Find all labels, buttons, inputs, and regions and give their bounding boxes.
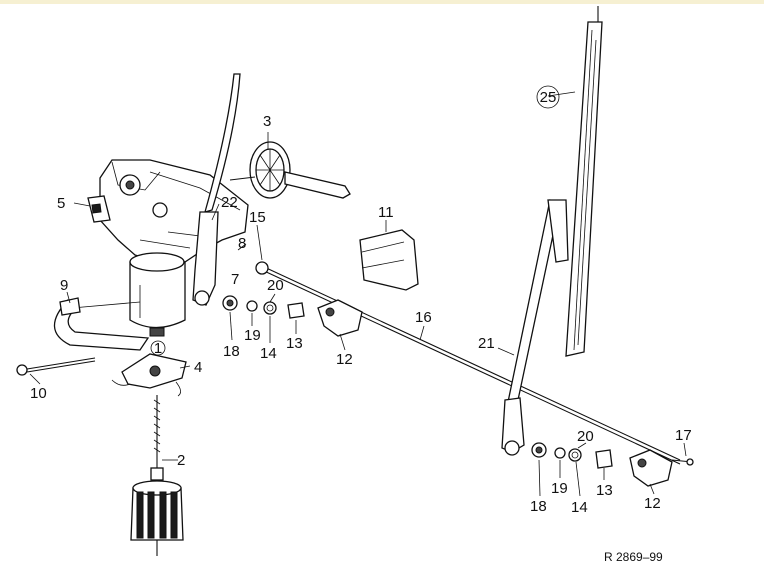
callout-1: 1 (154, 340, 162, 357)
callout-12-right: 12 (644, 495, 661, 512)
washer-set-left (222, 295, 363, 337)
armature (130, 395, 184, 556)
callout-20-left: 20 (267, 277, 284, 294)
top-band (0, 0, 764, 4)
callout-4: 4 (194, 359, 202, 376)
callout-17: 17 (675, 427, 692, 444)
callout-15: 15 (249, 209, 266, 226)
motor-can (129, 252, 186, 337)
callout-22: 22 (221, 194, 238, 211)
brush-plate (111, 353, 187, 397)
leader-lines (29, 91, 687, 497)
washer-set-right (531, 442, 694, 487)
callout-8: 8 (238, 235, 246, 252)
callout-1-circle (150, 340, 166, 356)
callout-16: 16 (415, 309, 432, 326)
callout-18-right: 18 (530, 498, 547, 515)
callout-13-right: 13 (596, 482, 613, 499)
mounting-strap (53, 297, 150, 351)
callout-14-right: 14 (571, 499, 588, 516)
gear-wheel (229, 141, 351, 199)
callout-5: 5 (57, 195, 65, 212)
callout-11: 11 (378, 204, 394, 221)
right-wiper-arm (501, 199, 561, 456)
linkage-rod (255, 261, 681, 465)
bracket-11 (359, 229, 419, 291)
callout-25: 25 (540, 89, 557, 106)
callout-21: 21 (478, 335, 495, 352)
callout-3: 3 (263, 113, 271, 130)
callout-20-right: 20 (577, 428, 594, 445)
callout-25-circle (536, 85, 560, 109)
callout-19-right: 19 (551, 480, 568, 497)
wiper-blade (547, 6, 603, 357)
callout-9: 9 (60, 277, 68, 294)
callout-18-left: 18 (223, 343, 240, 360)
callout-7: 7 (231, 271, 239, 288)
left-wiper-arm (192, 73, 241, 306)
callout-14-left: 14 (260, 345, 277, 362)
callout-12-left: 12 (336, 351, 353, 368)
callout-19-left: 19 (244, 327, 261, 344)
callout-13-left: 13 (286, 335, 303, 352)
screw (16, 357, 96, 376)
figure-reference: R 2869–99 (604, 550, 663, 564)
wiper-motor-gearbox (87, 159, 249, 266)
callout-10: 10 (30, 385, 47, 402)
callout-2: 2 (177, 452, 185, 469)
